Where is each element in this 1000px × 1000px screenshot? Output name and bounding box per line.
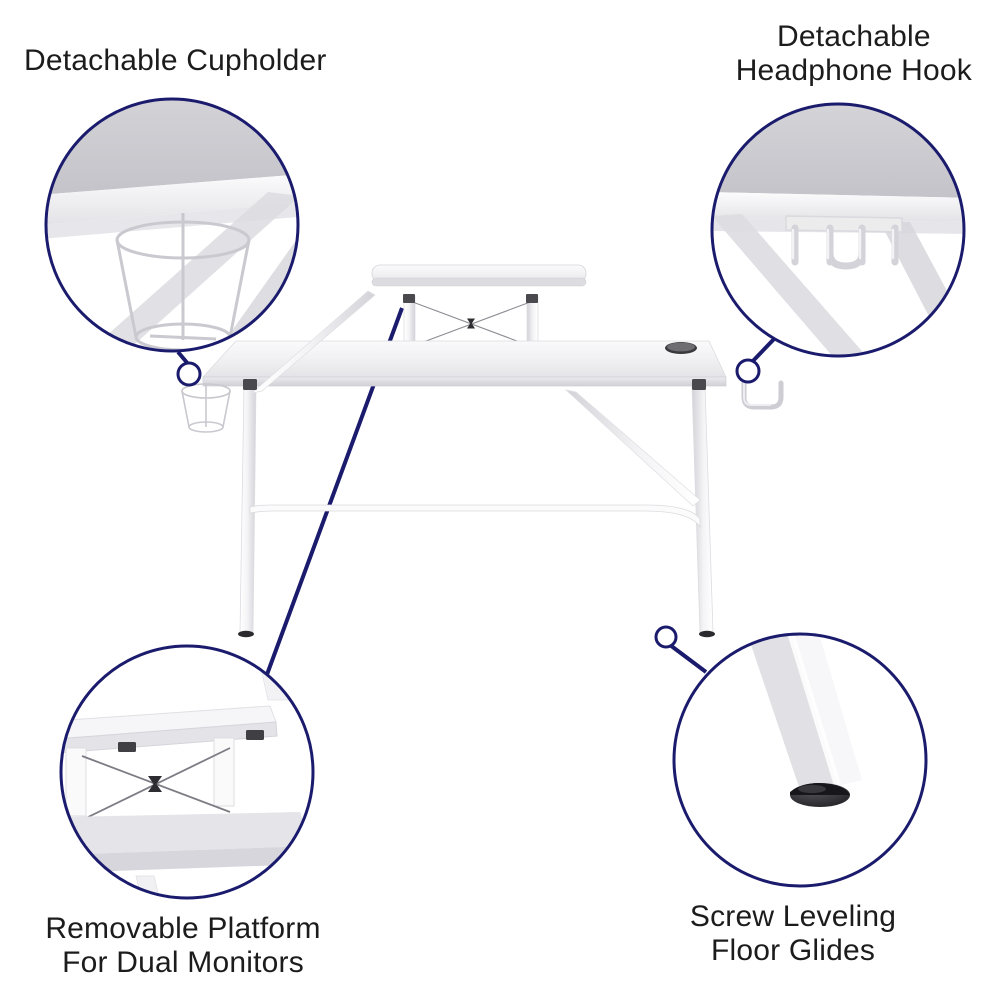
callout-label-cupholder: Detachable Cupholder: [24, 44, 327, 77]
leg-bolt-right: [692, 379, 706, 390]
desktop-front-edge: [202, 376, 727, 387]
zoom-hook-desktop-edge: [712, 192, 964, 222]
callout-circle-headphone-hook: [710, 102, 966, 358]
zoom-plat-shelf-edge: [61, 721, 278, 755]
desk-illustration: [181, 264, 784, 638]
shelf-bolt-left: [403, 294, 415, 303]
leg-bolt-left: [243, 379, 257, 390]
zoom-glide-leg-highlight: [786, 634, 841, 786]
platform-circle-border: [59, 644, 315, 900]
zoom-hook-desktop-underside: [712, 104, 964, 198]
desk-frame: [238, 290, 715, 638]
cupholder-side-left: [181, 390, 190, 428]
monitor-shelf-edge: [371, 277, 587, 287]
callout-label-headphone-line1: Detachable: [776, 20, 931, 53]
shelf-post-left: [403, 295, 416, 349]
zoom-plat-post-right: [213, 737, 235, 807]
zoom-glide-puck-highlight: [798, 785, 826, 793]
zoom-plat-brace-hub: [148, 776, 162, 792]
headphone-circle-border: [710, 102, 966, 358]
marker-ring-headphone-hook: [735, 358, 761, 384]
cable-grommet-inner: [667, 342, 695, 352]
shelf-post-right: [526, 295, 539, 349]
headphone-hook-on-desk: [741, 376, 784, 410]
zoom-cup-bg-leg-a: [88, 192, 298, 351]
zoom-plat-desktop-top: [61, 812, 312, 856]
zoom-cup-bg-leg-b: [214, 232, 298, 351]
callout-circle-cupholder: [44, 97, 300, 353]
marker-ring-floor-glides: [654, 625, 678, 649]
callout-label-glides-line2: Floor Glides: [710, 933, 876, 967]
frame-crossbar: [249, 504, 701, 529]
callout-label-platform-line2: For Dual Monitors: [62, 945, 304, 979]
leader-line-floor-glides: [668, 643, 708, 674]
zoom-glide-leg-shadow-face: [746, 634, 838, 790]
glides-zoom-content: [746, 634, 862, 807]
leader-line-headphone-hook: [749, 336, 777, 365]
callout-circle-monitor-platform: [59, 644, 315, 900]
leg-right-vertical: [691, 385, 714, 633]
desktop-surface: [202, 340, 727, 387]
cupholder-side-right: [222, 390, 231, 428]
zoom-hook-bg-leg-a: [712, 214, 868, 356]
zoom-cup-side-left: [115, 239, 138, 338]
zoom-cup-side-right: [228, 239, 251, 338]
zoom-plat-bolt-right: [246, 730, 264, 740]
headphone-hook-highlight: [743, 378, 771, 406]
floor-glide-right: [699, 630, 715, 638]
zoom-hook-mount-plate: [785, 215, 903, 233]
cupholder-circle-border: [44, 97, 300, 353]
callout-label-platform-line1: Removable Platform: [45, 912, 321, 945]
zoom-plat-post-left: [65, 747, 87, 817]
zoom-plat-bolt-left: [118, 742, 136, 752]
glides-circle-border: [672, 632, 928, 888]
floor-glide-left: [238, 630, 254, 638]
cupholder-on-desk: [181, 371, 231, 433]
callout-label-headphone-line2: Headphone Hook: [735, 53, 972, 87]
zoom-glide-leg-light-face: [790, 634, 862, 786]
callout-label-glides-line1: Screw Leveling: [689, 900, 897, 933]
zoom-hook-inner-loop: [826, 249, 866, 270]
zoom-cup-desktop-edge: [46, 172, 298, 226]
shelf-bolt-right: [526, 294, 538, 303]
zoom-cup-base-bar: [149, 334, 217, 341]
leg-right-diagonal: [564, 389, 701, 507]
marker-ring-cupholder: [176, 361, 202, 387]
x-brace-center-hub: [467, 318, 475, 329]
monitor-platform-assembly: [371, 264, 587, 349]
callout-circle-floor-glides: [672, 632, 928, 888]
leg-left-diagonal: [250, 290, 376, 394]
